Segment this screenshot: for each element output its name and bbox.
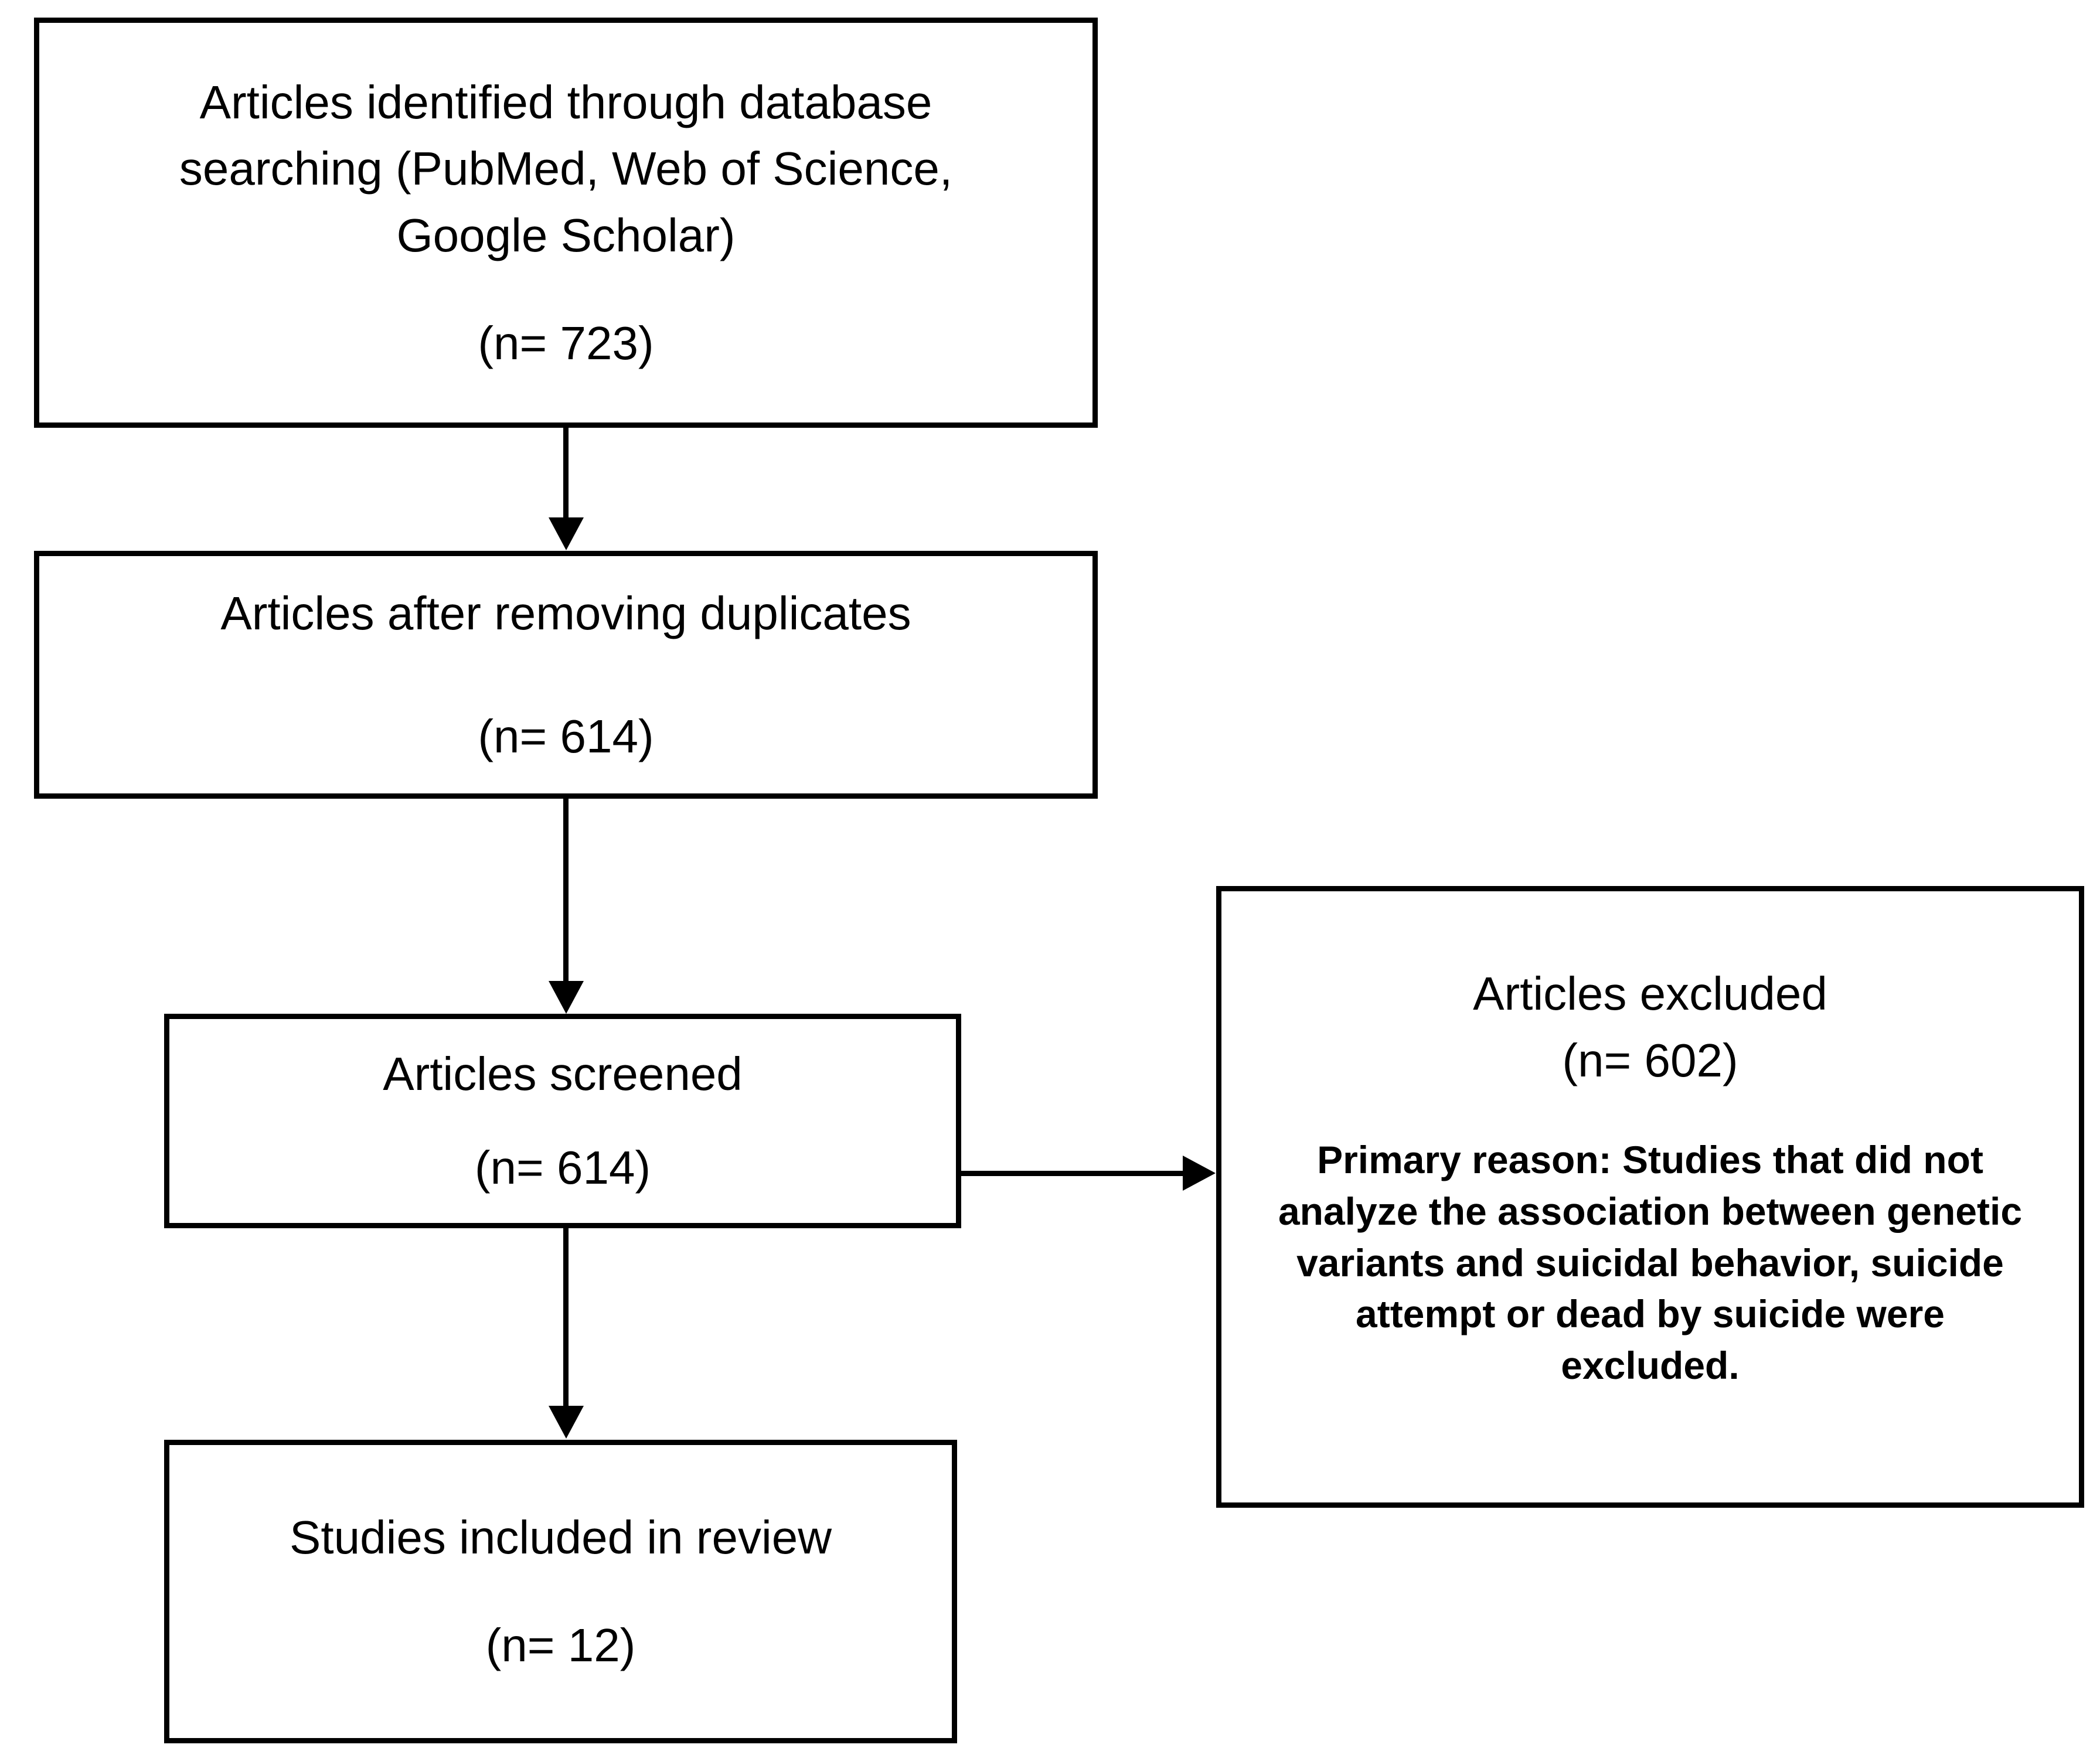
- node-articles-excluded-reason: Primary reason: Studies that did not ana…: [1221, 1134, 2079, 1392]
- node-articles-screened-count-wrap: (n= 614): [169, 1134, 956, 1201]
- connector-after-duplicates-to-screened-arrowhead-icon: [549, 981, 584, 1014]
- node-articles-identified-line-1: Articles identified through database: [199, 76, 932, 128]
- node-studies-included-count: (n= 12): [485, 1619, 636, 1671]
- node-articles-excluded-reason-line-2: analyze the association between genetic: [1278, 1189, 2023, 1233]
- node-articles-screened-text: Articles screened: [169, 1041, 956, 1108]
- node-articles-screened-line-1: Articles screened: [383, 1048, 743, 1100]
- node-studies-included-count-wrap: (n= 12): [169, 1612, 952, 1679]
- node-articles-excluded-reason-line-5: excluded.: [1561, 1344, 1740, 1388]
- node-articles-excluded-title-wrap: Articles excluded: [1221, 960, 2079, 1027]
- node-articles-screened: Articles screened (n= 614): [164, 1014, 961, 1228]
- node-articles-identified-count: (n= 723): [478, 316, 654, 369]
- node-articles-after-duplicates-text: Articles after removing duplicates: [39, 580, 1092, 647]
- connector-identified-to-after-duplicates-stem: [563, 428, 569, 519]
- node-articles-screened-count: (n= 614): [474, 1142, 651, 1194]
- node-articles-excluded-reason-line-4: attempt or dead by suicide were: [1356, 1292, 1945, 1336]
- connector-screened-to-included-arrowhead-icon: [549, 1406, 584, 1439]
- node-articles-excluded-title: Articles excluded: [1473, 967, 1827, 1020]
- connector-identified-to-after-duplicates-arrowhead-icon: [549, 517, 584, 550]
- node-studies-included-text: Studies included in review: [169, 1504, 952, 1571]
- node-articles-identified-text: Articles identified through database sea…: [39, 69, 1092, 269]
- node-articles-identified: Articles identified through database sea…: [34, 18, 1098, 428]
- node-articles-identified-line-2: searching (PubMed, Web of Science,: [179, 142, 953, 195]
- connector-after-duplicates-to-screened-stem: [563, 799, 569, 982]
- node-articles-after-duplicates-line-1: Articles after removing duplicates: [220, 587, 911, 639]
- node-studies-included-line-1: Studies included in review: [290, 1511, 832, 1564]
- node-articles-excluded-reason-line-3: variants and suicidal behavior, suicide: [1296, 1241, 2004, 1284]
- node-articles-excluded: Articles excluded (n= 602) Primary reaso…: [1216, 886, 2084, 1508]
- node-studies-included: Studies included in review (n= 12): [164, 1440, 957, 1743]
- node-articles-excluded-reason-line-1: Primary reason: Studies that did not: [1317, 1138, 1983, 1182]
- node-articles-excluded-count-wrap: (n= 602): [1221, 1027, 2079, 1094]
- node-articles-after-duplicates-count: (n= 614): [478, 710, 654, 762]
- node-articles-after-duplicates-count-wrap: (n= 614): [39, 703, 1092, 770]
- connector-screened-to-excluded-arrowhead-icon: [1183, 1156, 1216, 1191]
- node-articles-excluded-count: (n= 602): [1562, 1034, 1738, 1086]
- connector-screened-to-excluded-stem: [961, 1171, 1184, 1176]
- node-articles-identified-count-wrap: (n= 723): [39, 310, 1092, 377]
- node-articles-identified-line-3: Google Scholar): [396, 209, 736, 261]
- node-articles-after-duplicates: Articles after removing duplicates (n= 6…: [34, 551, 1098, 799]
- connector-screened-to-included-stem: [563, 1228, 569, 1407]
